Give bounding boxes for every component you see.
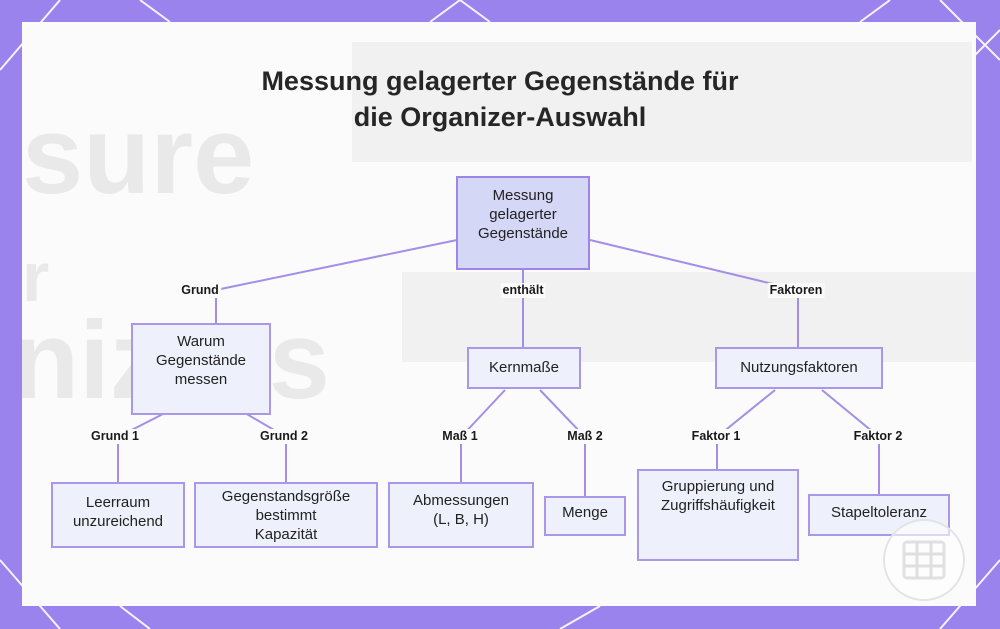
edge-label-faktoren: Faktoren — [768, 283, 825, 298]
node-gegenstandsgroesse[interactable]: Gegenstandsgröße bestimmt Kapazität — [194, 482, 378, 548]
node-leerraum[interactable]: Leerraum unzureichend — [51, 482, 185, 548]
edge-label-grund: Grund — [179, 283, 221, 298]
edge-root-warum — [216, 240, 457, 323]
edge-label-enthaelt: enthält — [501, 283, 546, 298]
node-kernmasse[interactable]: Kernmaße — [467, 347, 581, 389]
node-menge[interactable]: Menge — [544, 496, 626, 536]
node-gruppierung[interactable]: Gruppierung und Zugriffshäufigkeit — [637, 469, 799, 561]
grid-logo-icon — [882, 518, 966, 602]
node-abmessungen[interactable]: Abmessungen (L, B, H) — [388, 482, 534, 548]
edge-label-grund1: Grund 1 — [89, 429, 141, 444]
edge-label-mass2: Maß 2 — [565, 429, 604, 444]
edge-label-faktor2: Faktor 2 — [852, 429, 905, 444]
edge-warum-groesse — [245, 413, 286, 482]
node-warum-messen[interactable]: Warum Gegenstände messen — [131, 323, 271, 415]
node-root[interactable]: Messung gelagerter Gegenstände — [456, 176, 590, 270]
edge-label-mass1: Maß 1 — [440, 429, 479, 444]
edge-label-grund2: Grund 2 — [258, 429, 310, 444]
edge-warum-leer — [118, 413, 165, 482]
node-nutzungsfaktoren[interactable]: Nutzungsfaktoren — [715, 347, 883, 389]
edge-label-faktor1: Faktor 1 — [690, 429, 743, 444]
